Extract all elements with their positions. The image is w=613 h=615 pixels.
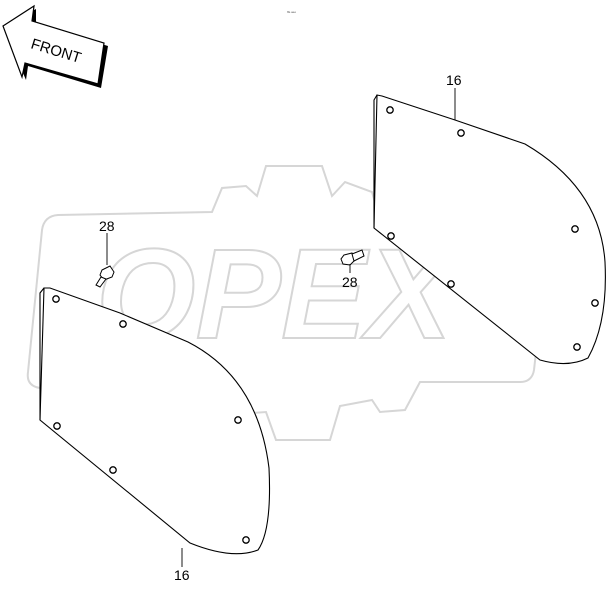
bolt-left-head <box>99 265 115 281</box>
callout-bolt-left: 28 <box>99 218 115 234</box>
header-tiny-text: f/k.ueo <box>287 10 296 14</box>
front-direction-arrow: FRONT <box>2 4 108 88</box>
callout-cover-lower: 16 <box>174 567 190 583</box>
bolt-left-shank <box>95 276 107 288</box>
cover-plate-lower-hole <box>119 320 127 328</box>
cover-plate-lower-hole <box>53 422 61 430</box>
cover-plate-lower-hole <box>109 466 117 474</box>
cover-plate-upper-hole <box>386 106 394 114</box>
bolt-right <box>340 249 365 266</box>
cover-plate-upper-hole <box>571 225 579 233</box>
cover-plate-lower <box>39 287 271 555</box>
cover-plate-upper-hole <box>573 343 581 351</box>
cover-plate-lower-hole <box>234 416 242 424</box>
cover-plate-upper-hole <box>457 129 465 137</box>
cover-plate-lower-thickness <box>39 287 45 420</box>
cover-plate-upper-face <box>373 94 606 365</box>
cover-plate-lower-hole <box>242 536 250 544</box>
cover-plate-upper-hole <box>387 232 395 240</box>
cover-plate-upper-hole <box>591 299 599 307</box>
cover-plate-upper <box>373 94 606 365</box>
callout-cover-upper: 16 <box>446 72 462 88</box>
cover-plate-upper-thickness <box>373 94 378 228</box>
bolt-right-shank <box>351 249 365 262</box>
bolt-left <box>95 265 115 288</box>
cover-plate-lower-hole <box>52 295 60 303</box>
front-arrow-shape <box>2 4 105 85</box>
cover-plate-upper-hole <box>447 280 455 288</box>
callout-bolt-right: 28 <box>342 274 358 290</box>
cover-plate-lower-face <box>39 287 271 555</box>
